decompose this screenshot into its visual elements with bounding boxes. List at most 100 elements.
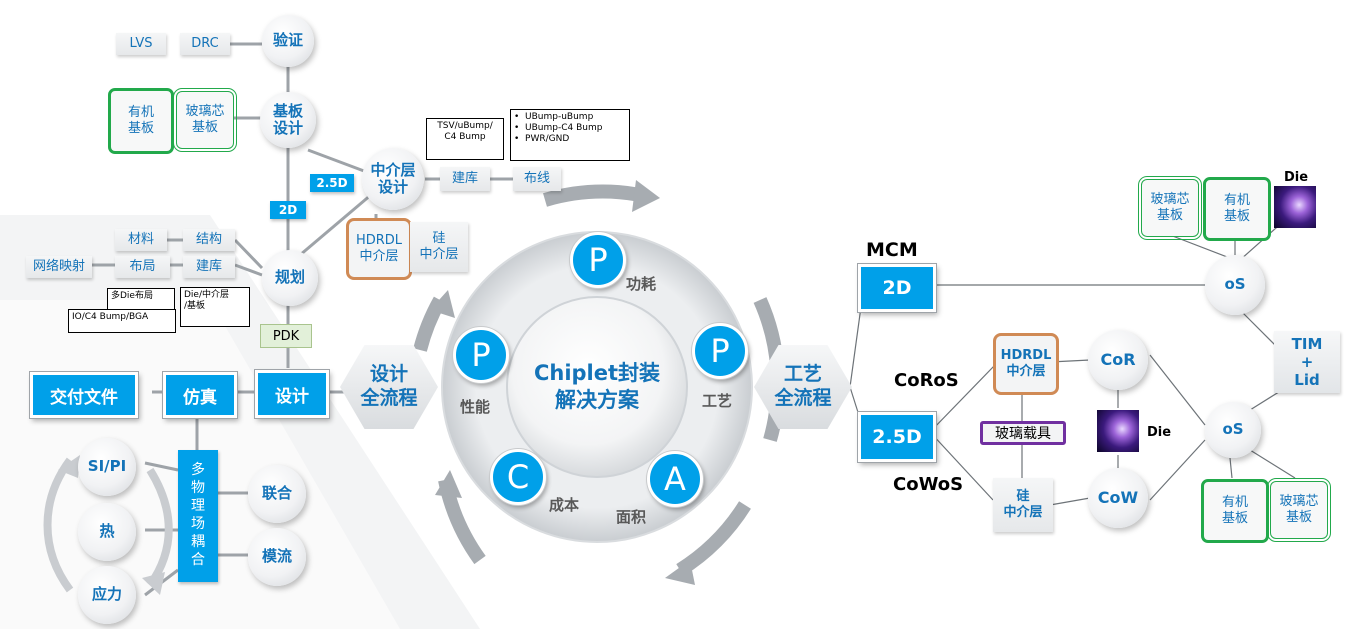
glass-substrate-line1: 玻璃芯	[185, 103, 225, 119]
tim-line3: Lid	[1294, 371, 1320, 389]
planning-label: 规划	[274, 268, 305, 287]
cost-icon: C	[490, 449, 546, 505]
si-interposer-right-line1: 硅	[1016, 489, 1030, 505]
lvs-box: LVS	[116, 33, 166, 55]
hdrdl-left-line1: HDRDL	[355, 232, 403, 248]
tag-2d-left: 2D	[270, 201, 306, 219]
glass-substrate-box-bottom: 玻璃芯基板	[1267, 478, 1331, 542]
multiphysics-char2: 物	[191, 480, 205, 497]
structure-label: 结构	[195, 232, 222, 248]
note-tsv: TSV/uBump/ C4 Bump	[426, 118, 504, 160]
design-flow-line1: 设计	[369, 363, 408, 386]
cowos-label: CoWoS	[893, 474, 964, 495]
os-node-top: oS	[1205, 255, 1265, 315]
note-multi-die-text: 多Die布局	[111, 291, 153, 301]
planning-node: 规划	[262, 250, 318, 306]
build-lib2-box: 建库	[183, 256, 235, 278]
multiphysics-char1: 多	[191, 462, 205, 479]
process-flow-line2: 全流程	[774, 387, 832, 409]
glass-substrate-top-line2: 基板	[1156, 208, 1183, 223]
pdk-box: PDK	[260, 324, 312, 348]
note-tsv-line1: TSV/uBump/	[437, 121, 493, 131]
organic-substrate-box-top: 有机基板	[1203, 177, 1271, 241]
area-label: 面积	[616, 508, 647, 526]
note-bumps-text1: UBump-uBump	[525, 112, 594, 122]
note-multi-die: 多Die布局	[107, 288, 175, 312]
center-title: Chiplet封装 解决方案	[517, 345, 677, 429]
process-label: 工艺	[702, 392, 733, 410]
power-icon: P	[570, 232, 626, 288]
performance-icon: P	[453, 327, 509, 383]
interposer-design-line2: 设计	[377, 178, 408, 196]
multiphysics-char5: 耦	[191, 533, 205, 550]
tag-2d-left-label: 2D	[278, 203, 298, 217]
design-flow-line2: 全流程	[360, 387, 418, 409]
cor-label: CoR	[1100, 349, 1136, 369]
organic-substrate-line1: 有机	[127, 104, 154, 120]
layout-label: 布局	[129, 259, 156, 275]
cow-label: CoW	[1097, 487, 1139, 507]
glass-substrate-bottom-line2: 基板	[1285, 510, 1312, 525]
cost-icon-letter: C	[506, 458, 530, 496]
organic-substrate-box-left: 有机基板	[108, 88, 174, 154]
die-image-top	[1274, 186, 1316, 228]
design-flow-hex: 设计全流程	[340, 345, 438, 429]
note-bumps-text3: PWR/GND	[525, 133, 570, 144]
simulation-box: 仿真	[162, 371, 238, 419]
glass-carrier-box: 玻璃载具	[980, 421, 1066, 445]
build-lib2-label: 建库	[195, 259, 222, 275]
coros-label: CoRoS	[894, 370, 959, 391]
tim-line2: +	[1300, 353, 1314, 371]
glass-substrate-bottom-line1: 玻璃芯	[1279, 493, 1319, 509]
simulation-label: 仿真	[183, 387, 217, 408]
note-bumps-line2: • UBump-C4 Bump	[514, 122, 603, 133]
thermal-label: 热	[99, 522, 115, 541]
os-bottom-label: oS	[1222, 420, 1244, 439]
hdrdl-right-line2: 中介层	[1006, 364, 1046, 379]
si-interposer-right-line2: 中介层	[1003, 505, 1043, 520]
substrate-design-node: 基板设计	[260, 92, 316, 148]
co-sim-node: 联合	[248, 465, 306, 523]
build-lib-label: 建库	[451, 171, 478, 187]
drc-box: DRC	[180, 33, 230, 55]
organic-substrate-bottom-line1: 有机	[1221, 494, 1248, 510]
center-title-line1: Chiplet封装	[533, 360, 661, 385]
note-io: IO/C4 Bump/BGA	[68, 309, 176, 333]
glass-substrate-top-line1: 玻璃芯	[1150, 191, 1190, 207]
note-io-text: IO/C4 Bump/BGA	[72, 312, 149, 322]
note-die-interposer-line2: /基板	[184, 300, 206, 311]
design-box: 设计	[254, 369, 330, 419]
organic-substrate-line2: 基板	[127, 121, 154, 136]
note-bumps-line3: • PWR/GND	[514, 133, 570, 144]
die-label-top: Die	[1284, 170, 1309, 185]
process-flow-line1: 工艺	[783, 363, 822, 386]
hdrdl-right-line1: HDRDL	[1000, 347, 1052, 363]
die-label-middle: Die	[1147, 425, 1172, 440]
thermal-node: 热	[78, 503, 136, 561]
stress-node: 应力	[78, 566, 136, 624]
tag-25d-left: 2.5D	[310, 174, 354, 192]
layout-box: 布局	[115, 256, 170, 278]
si-pi-node: SI/PI	[78, 438, 136, 496]
design-label: 设计	[275, 386, 309, 407]
note-tsv-line2: C4 Bump	[444, 131, 486, 142]
organic-substrate-box-bottom: 有机基板	[1201, 479, 1269, 543]
os-node-bottom: oS	[1205, 402, 1261, 458]
cow-node: CoW	[1088, 468, 1148, 528]
cost-label: 成本	[549, 496, 580, 514]
multiphysics-box: 多 物 理 场 耦 合	[178, 450, 218, 582]
material-box: 材料	[115, 229, 167, 251]
note-bumps-text2: UBump-C4 Bump	[525, 122, 603, 133]
organic-substrate-bottom-line2: 基板	[1221, 511, 1248, 526]
note-bumps: • UBump-uBump • UBump-C4 Bump • PWR/GND	[510, 109, 630, 161]
performance-icon-letter: P	[471, 336, 491, 374]
si-interposer-box-left: 硅中介层	[410, 222, 468, 272]
glass-substrate-box-left: 玻璃芯基板	[173, 88, 237, 152]
tag-25d-right-label: 2.5D	[872, 426, 922, 448]
tag-2d-right-label: 2D	[882, 277, 912, 299]
si-interposer-box-right: 硅中介层	[993, 478, 1053, 532]
multiphysics-char3: 理	[191, 498, 205, 515]
substrate-design-line1: 基板	[272, 101, 303, 120]
tim-lid-box: TIM + Lid	[1274, 331, 1340, 393]
